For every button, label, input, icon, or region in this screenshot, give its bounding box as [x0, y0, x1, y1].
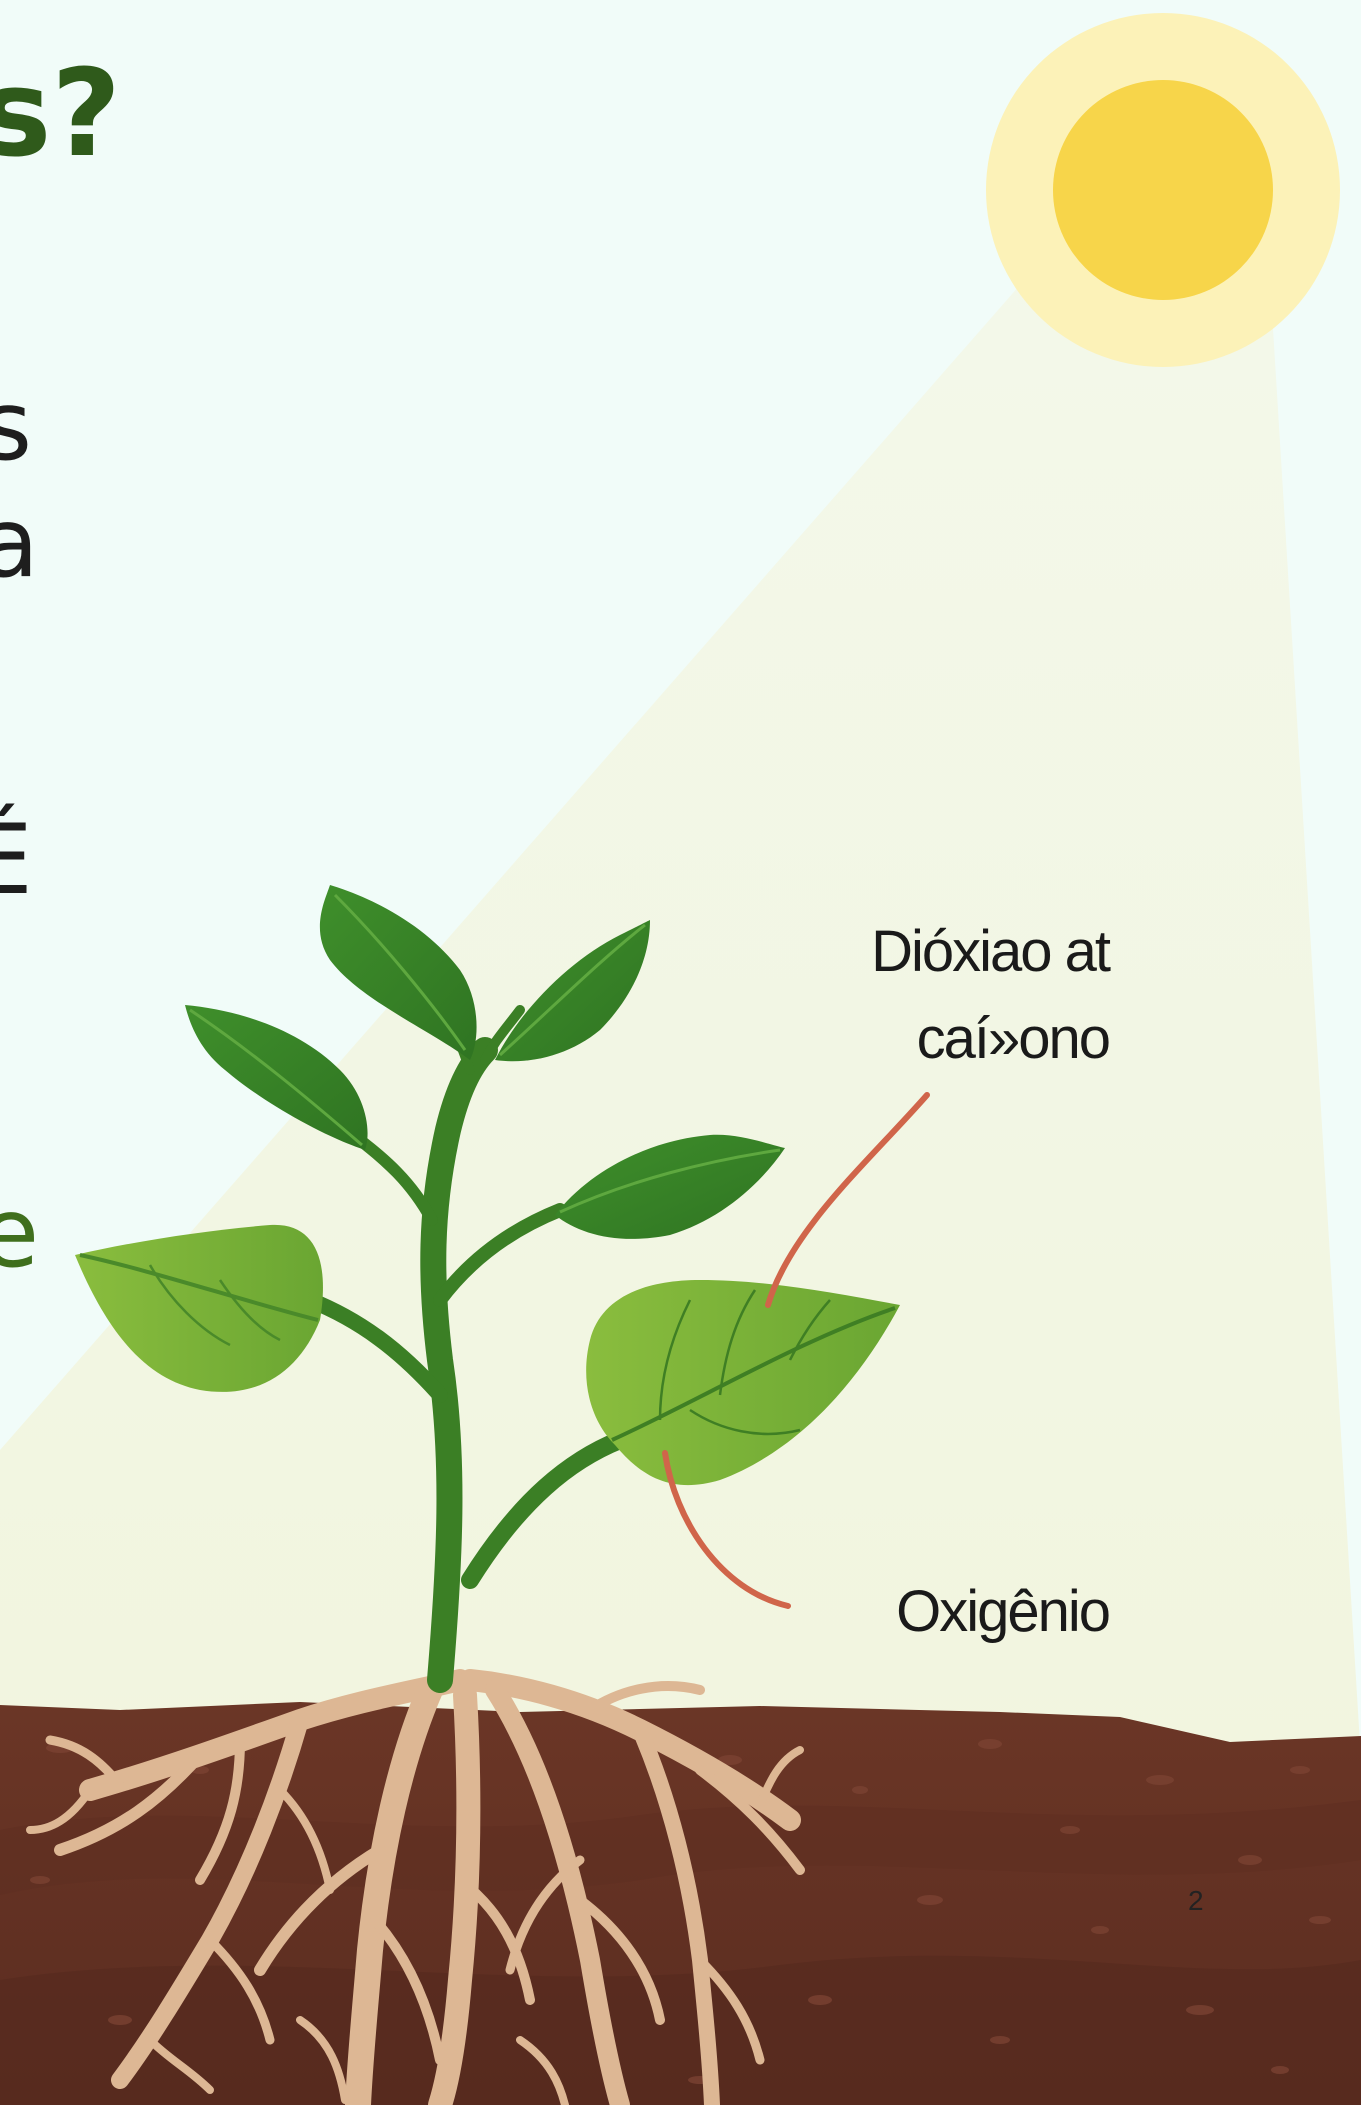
page-number: 2: [1188, 1885, 1204, 1917]
co2-label: Dióxiao at caí»ono: [871, 908, 1109, 1082]
slide-body-fragment-3: É: [0, 812, 33, 908]
slide-body-fragment-2: a: [0, 495, 39, 591]
slide-heading-fragment: s?: [0, 55, 121, 175]
slide-green-fragment: e: [0, 1185, 39, 1281]
sun-icon: [986, 13, 1340, 367]
oxygen-label: Oxigênio: [896, 1568, 1109, 1655]
slide-body-fragment-1: s: [0, 378, 32, 474]
co2-label-line-1: Dióxiao at: [871, 908, 1109, 995]
co2-label-line-2: caí»ono: [871, 995, 1109, 1082]
